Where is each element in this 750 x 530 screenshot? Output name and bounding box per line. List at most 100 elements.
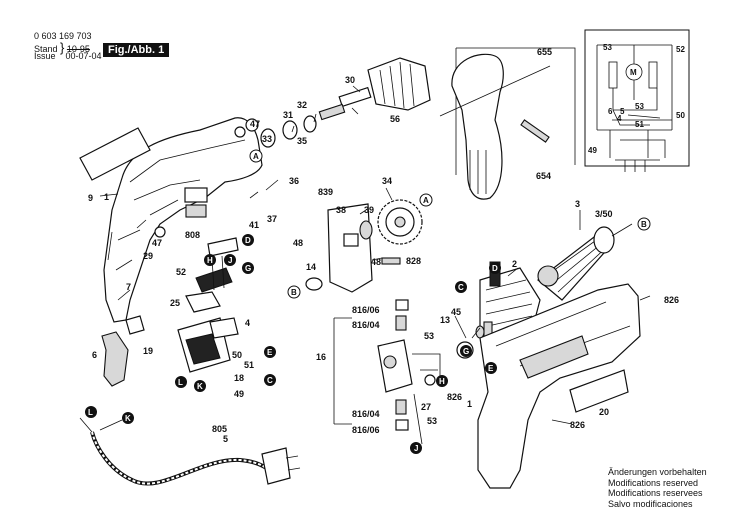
diagram-drill-housing (103, 117, 263, 323)
pn-p32: 32 (297, 100, 307, 110)
pn-p56: 56 (390, 114, 400, 124)
diagram-armature (537, 223, 633, 301)
stand-label: Stand (34, 44, 58, 54)
callout-A2: A (423, 196, 429, 205)
pn-p5: 5 (223, 434, 228, 444)
s5: 5 (620, 107, 625, 116)
pn-p816_06a: 816/06 (352, 305, 380, 315)
pn-p654: 654 (536, 171, 551, 181)
pn-p2: 2 (512, 259, 517, 269)
pn-p35: 35 (297, 136, 307, 146)
pn-p3_50: 3/50 (595, 209, 613, 219)
pn-p816_04b: 816/04 (352, 409, 380, 419)
issue-label: Issue (34, 51, 56, 61)
pn-p51: 51 (244, 360, 254, 370)
pn-p48b: 48 (371, 257, 381, 267)
pn-p1a: 1 (104, 192, 109, 202)
pn-p6: 6 (92, 350, 97, 360)
pn-p49: 49 (234, 389, 244, 399)
pn-p655: 655 (537, 47, 552, 57)
callout-L2: L (88, 408, 93, 417)
stand-old: 10-95 (66, 44, 90, 54)
s51: 51 (635, 120, 644, 129)
pn-p18: 18 (234, 373, 244, 383)
pn-p36: 36 (289, 176, 299, 186)
diagram-switch (177, 237, 239, 373)
callout-E1: E (267, 348, 273, 357)
pn-p30: 30 (345, 75, 355, 85)
pn-p16: 16 (316, 352, 326, 362)
pn-p7: 7 (126, 282, 131, 292)
pn-p34: 34 (382, 176, 392, 186)
pn-p816_06b: 816/06 (352, 425, 380, 435)
callout-B2: B (641, 220, 647, 229)
pn-p47a: 47 (152, 238, 162, 248)
callout-G2: G (463, 347, 469, 356)
diagram-right-housing (477, 283, 641, 489)
circle-callouts: A A B B C C D D E E G G H H J J K K L (85, 149, 651, 454)
callout-D1: D (245, 236, 251, 245)
callout-A1: A (253, 152, 259, 161)
pn-p48a: 48 (293, 238, 303, 248)
pn-p826a: 826 (664, 295, 679, 305)
pn-p805: 805 (212, 424, 227, 434)
callout-B1: B (291, 288, 297, 297)
s53a: 53 (603, 43, 612, 52)
diagram-keyless-chuck (245, 57, 431, 148)
pn-p826b: 826 (570, 420, 585, 430)
callout-J2: J (414, 444, 418, 453)
callout-H2: H (439, 377, 445, 386)
header-block: 0 603 169 703 Stand } 10-95 Issue 00-07-… (34, 31, 102, 61)
part-number-labels: 9 1 47 47 33 31 32 35 30 56 36 37 41 808… (88, 47, 679, 444)
callout-L1: L (178, 378, 183, 387)
s50: 50 (676, 111, 685, 120)
diagram-power-cord (79, 417, 301, 486)
sM: M (630, 68, 637, 77)
pn-p50: 50 (232, 350, 242, 360)
pn-p47b: 47 (250, 119, 260, 129)
diagram-cord-clamp (125, 315, 145, 335)
callout-D2: D (492, 264, 498, 273)
s4: 4 (617, 114, 622, 123)
diagram-gear (305, 199, 423, 293)
doc-number: 0 603 169 703 (34, 31, 92, 41)
pn-p31: 31 (283, 110, 293, 120)
pn-p816_04a: 816/04 (352, 320, 380, 330)
note-0: Änderungen vorbehalten (608, 467, 707, 477)
pn-p13: 13 (440, 315, 450, 325)
pn-p37: 37 (267, 214, 277, 224)
callout-E2: E (488, 364, 494, 373)
diagram-wiring-schematic: 53 52 M 6 5 53 4 51 50 49 (584, 29, 690, 172)
pn-p38: 38 (336, 205, 346, 215)
pn-p808: 808 (185, 230, 200, 240)
s53b: 53 (635, 102, 644, 111)
pn-p9: 9 (88, 193, 93, 203)
pn-p27: 27 (421, 402, 431, 412)
diagram-brush-holder (333, 299, 441, 445)
pn-p52: 52 (176, 267, 186, 277)
pn-p828: 828 (406, 256, 421, 266)
label-plate-9 (79, 127, 151, 181)
pn-p14: 14 (306, 262, 316, 272)
pn-p53a: 53 (424, 331, 434, 341)
s6: 6 (608, 107, 613, 116)
callout-C1: C (458, 283, 464, 292)
pn-p41: 41 (249, 220, 259, 230)
issue-date: 00-07-04 (65, 51, 102, 61)
notes-block: Änderungen vorbehalten Modifications res… (608, 467, 707, 509)
pn-p20: 20 (599, 407, 609, 417)
pn-p53b: 53 (427, 416, 437, 426)
pn-p29: 29 (143, 251, 153, 261)
pn-p39: 39 (364, 205, 374, 215)
figure-label: Fig./Abb. 1 (103, 43, 170, 57)
callout-G1: G (245, 264, 251, 273)
note-3: Salvo modificaciones (608, 498, 693, 509)
diagram-auxiliary-handle (439, 47, 576, 200)
note-1: Modifications reserved (608, 477, 699, 488)
pn-p45: 45 (451, 307, 461, 317)
callout-C2: C (267, 376, 273, 385)
label-plate-20 (569, 369, 629, 413)
pn-p19: 19 (143, 346, 153, 356)
callout-H1: H (207, 256, 213, 265)
